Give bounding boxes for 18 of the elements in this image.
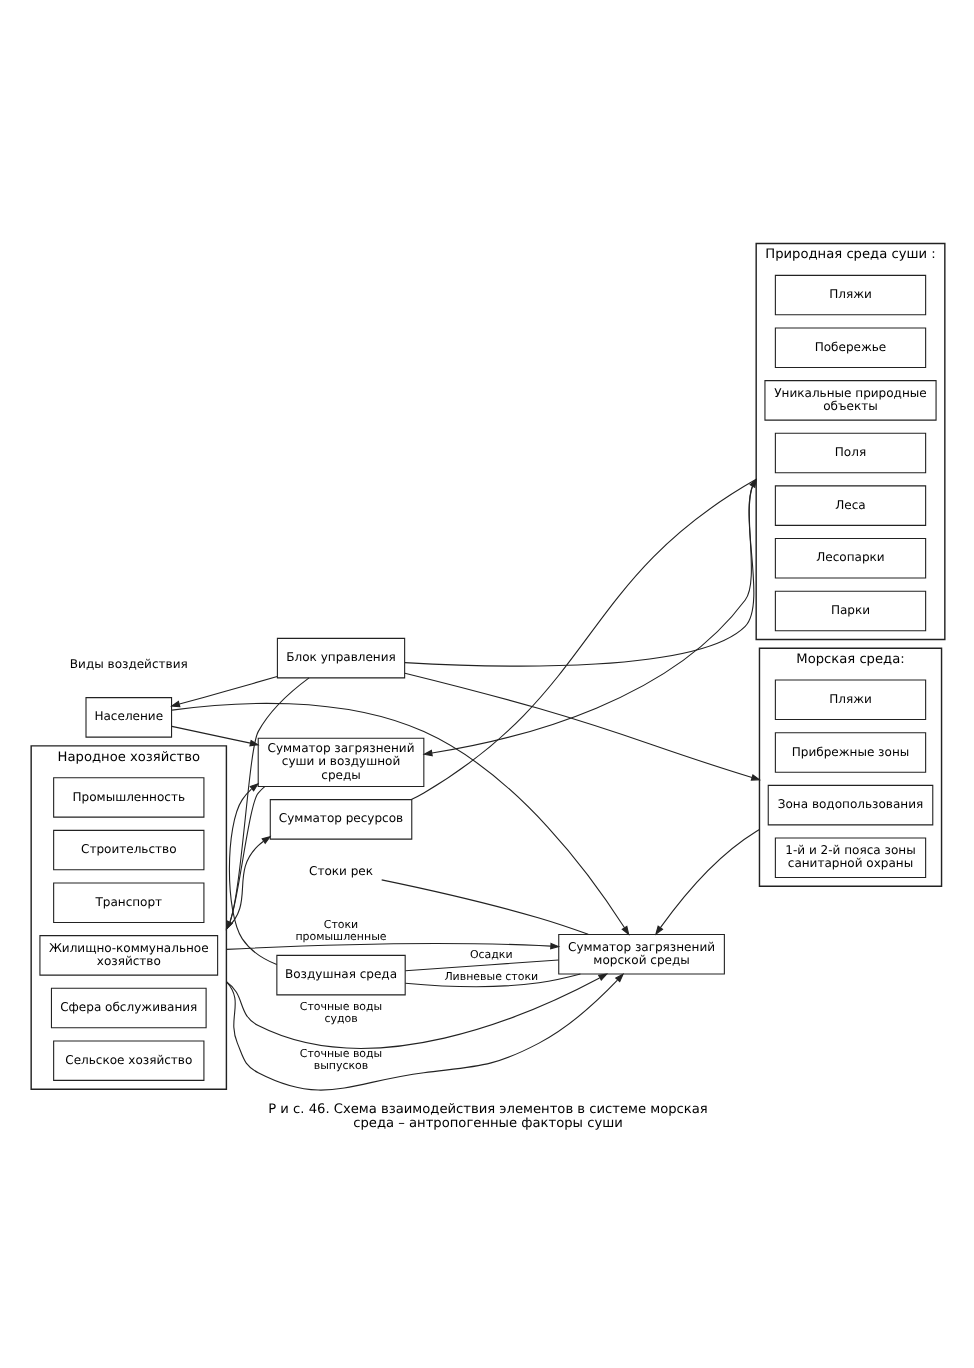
arrow (403, 671, 761, 780)
arrow (169, 674, 277, 707)
connector (409, 477, 756, 800)
arrow (421, 477, 756, 756)
connector (380, 878, 588, 934)
arrow (224, 941, 560, 949)
arrow (224, 834, 271, 929)
arrow (224, 972, 608, 1048)
connector (224, 785, 265, 929)
arrow (653, 827, 759, 935)
connector (403, 958, 559, 971)
arrow (403, 476, 756, 666)
arrow (224, 972, 624, 1090)
arrow (170, 701, 629, 935)
arrow (227, 781, 277, 965)
connector (403, 972, 580, 987)
arrow (170, 724, 259, 746)
arrow (224, 676, 309, 930)
